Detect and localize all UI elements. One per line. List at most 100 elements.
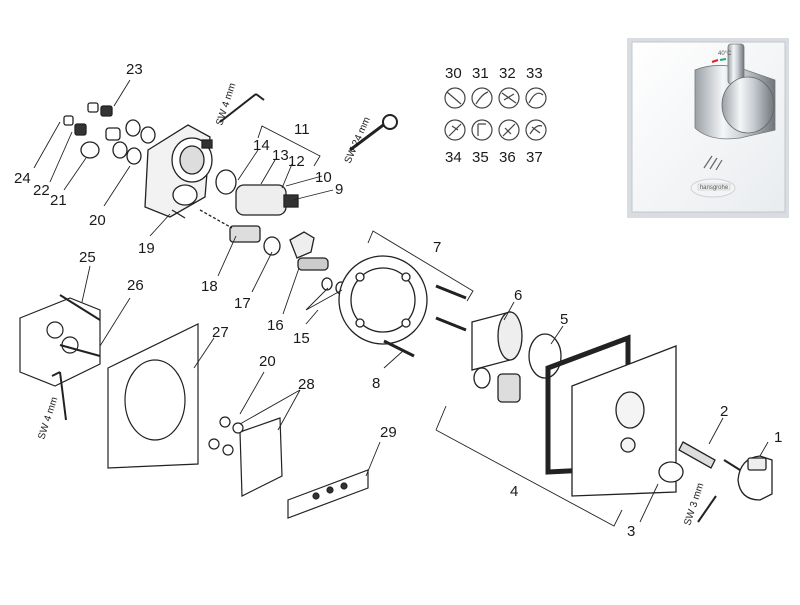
- label-29: 29: [380, 424, 397, 441]
- label-12: 12: [288, 153, 305, 170]
- label-19: 19: [138, 240, 155, 257]
- part-20-ring-a: [125, 119, 141, 137]
- body-screw: [201, 139, 213, 149]
- allen-key-small-label: SW 3 mm: [682, 482, 706, 527]
- product-photo: hansgrohe 40°C: [627, 38, 789, 218]
- part-14: [215, 169, 237, 195]
- symbol-36: [498, 119, 520, 141]
- basic-body: [63, 102, 347, 295]
- allen-key-small: [697, 495, 717, 523]
- label-27: 27: [212, 324, 229, 341]
- label-9: 9: [335, 181, 343, 198]
- symbol-30: [444, 87, 466, 109]
- label-36: 36: [499, 149, 516, 166]
- body-outlet: [172, 184, 198, 206]
- label-14: 14: [253, 137, 270, 154]
- part-17: [263, 236, 281, 256]
- symbol-grid: [444, 87, 547, 141]
- label-25: 25: [79, 249, 96, 266]
- part-2-spindle: [678, 441, 716, 469]
- allen-key-left-label: SW 4 mm: [36, 396, 60, 441]
- shower-icon: [703, 155, 723, 171]
- label-8: 8: [372, 375, 380, 392]
- label-26: 26: [127, 277, 144, 294]
- label-30: 30: [445, 65, 462, 82]
- label-6: 6: [514, 287, 522, 304]
- symbol-32: [498, 87, 520, 109]
- label-20-lower: 20: [259, 353, 276, 370]
- part-28-plate: [239, 417, 283, 497]
- leader-lines: [33, 79, 769, 527]
- label-10: 10: [315, 169, 332, 186]
- mounting-ring: [338, 255, 467, 358]
- knob-face: [721, 76, 775, 134]
- label-22: 22: [33, 182, 50, 199]
- label-21: 21: [50, 192, 67, 209]
- part-17b: [289, 231, 315, 259]
- part-23b: [100, 105, 113, 117]
- part-22: [74, 123, 87, 136]
- label-32: 32: [499, 65, 516, 82]
- part-labels: 1 2 3 4 5 6 7 8 9 10 11 12 13 14 15 16 1…: [14, 61, 782, 540]
- ring-outer: [338, 255, 428, 345]
- label-31: 31: [472, 65, 489, 82]
- part-20-ring-d: [126, 147, 142, 165]
- wrench-label: SW 24 mm: [343, 116, 373, 166]
- temperature-mark: 40°C: [718, 51, 732, 57]
- label-2: 2: [720, 403, 728, 420]
- screw-7a: [435, 284, 467, 300]
- label-23: 23: [126, 61, 143, 78]
- brand-badge: [697, 183, 731, 191]
- label-37: 37: [526, 149, 543, 166]
- hot-marker: [711, 59, 719, 63]
- symbol-34: [444, 119, 466, 141]
- label-3: 3: [627, 523, 635, 540]
- part-6-ring: [473, 367, 491, 389]
- part-29-strip: [287, 469, 369, 519]
- part-16: [297, 257, 329, 271]
- ring-inner: [350, 267, 416, 333]
- tools: [51, 93, 717, 523]
- label-35: 35: [472, 149, 489, 166]
- part-27-frame: [107, 323, 199, 469]
- part-5-glass: [528, 333, 562, 379]
- label-33: 33: [526, 65, 543, 82]
- safety-marker: [719, 58, 727, 61]
- knob-parts: [658, 441, 773, 501]
- part-23a: [87, 102, 99, 113]
- label-15: 15: [293, 330, 310, 347]
- label-28: 28: [298, 376, 315, 393]
- symbol-33: [525, 87, 547, 109]
- label-13: 13: [272, 147, 289, 164]
- label-7: 7: [433, 239, 441, 256]
- allen-key-top: [219, 93, 257, 123]
- label-16: 16: [267, 317, 284, 334]
- symbol-37: [525, 119, 547, 141]
- part-3-nut: [658, 461, 684, 483]
- part-6-nut: [497, 373, 521, 403]
- part-20-ring-b: [140, 126, 156, 144]
- rough-in-parts: [19, 294, 369, 519]
- symbol-35: [471, 119, 493, 141]
- screw-7b: [435, 316, 467, 332]
- part-19: [171, 209, 186, 219]
- label-17: 17: [234, 295, 251, 312]
- label-1: 1: [774, 429, 782, 446]
- brand-badge-text: hansgrohe: [700, 185, 729, 191]
- screw-8: [383, 339, 415, 358]
- part-25: [19, 297, 101, 387]
- label-5: 5: [560, 311, 568, 328]
- part-9: [283, 194, 299, 208]
- part-18: [229, 225, 261, 243]
- part-21: [80, 141, 100, 159]
- label-24: 24: [14, 170, 31, 187]
- label-20-upper: 20: [89, 212, 106, 229]
- allen-key-top-label: SW 4 mm: [214, 82, 238, 127]
- label-4: 4: [510, 483, 518, 500]
- part-24a: [63, 115, 74, 126]
- part-12-cartridge: [235, 184, 287, 216]
- allen-key-left: [59, 371, 67, 421]
- symbol-31: [471, 87, 493, 109]
